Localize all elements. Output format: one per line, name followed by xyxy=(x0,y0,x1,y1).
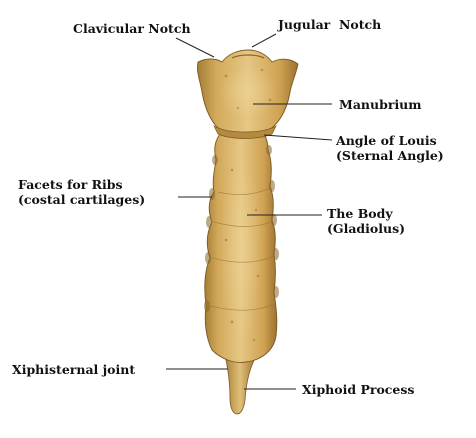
label-body-line1: The Body xyxy=(327,206,393,221)
label-clavicular-notch: Clavicular Notch xyxy=(73,21,191,36)
rib-facets xyxy=(204,145,279,312)
label-xiphisternal-joint-text: Xiphisternal joint xyxy=(12,362,136,377)
label-angle-of-louis-line2: (Sternal Angle) xyxy=(336,148,444,163)
sternal-angle-joint xyxy=(213,125,277,139)
label-facets-for-ribs: Facets for Ribs (costal cartilages) xyxy=(18,177,145,207)
label-jugular-notch-text: Jugular Notch xyxy=(278,17,382,32)
label-manubrium-text: Manubrium xyxy=(339,97,422,112)
jugular-notch-shape xyxy=(231,54,265,59)
label-facets-line2: (costal cartilages) xyxy=(18,192,146,207)
leader-jugular-notch xyxy=(251,33,277,48)
label-xiphoid-process-text: Xiphoid Process xyxy=(302,382,415,397)
label-the-body: The Body (Gladiolus) xyxy=(327,206,405,236)
bone-speckles xyxy=(224,68,272,342)
body-highlight xyxy=(220,160,264,340)
xiphoid-process-shape xyxy=(223,351,257,415)
label-facets-line1: Facets for Ribs xyxy=(18,177,123,192)
sternebrae-lines xyxy=(209,187,275,311)
label-clavicular-notch-text: Clavicular Notch xyxy=(73,21,191,36)
label-angle-of-louis: Angle of Louis (Sternal Angle) xyxy=(336,133,444,163)
leader-clavicular-notch xyxy=(175,37,215,58)
label-xiphisternal-joint: Xiphisternal joint xyxy=(12,362,135,377)
leader-angle-of-louis xyxy=(263,134,333,141)
manubrium-highlight xyxy=(218,66,278,118)
label-jugular-notch: Jugular Notch xyxy=(278,17,381,32)
label-angle-of-louis-line1: Angle of Louis xyxy=(336,133,437,148)
label-xiphoid-process: Xiphoid Process xyxy=(302,382,414,397)
leader-lines xyxy=(166,33,333,390)
label-manubrium: Manubrium xyxy=(339,97,422,112)
label-body-line2: (Gladiolus) xyxy=(327,221,406,236)
